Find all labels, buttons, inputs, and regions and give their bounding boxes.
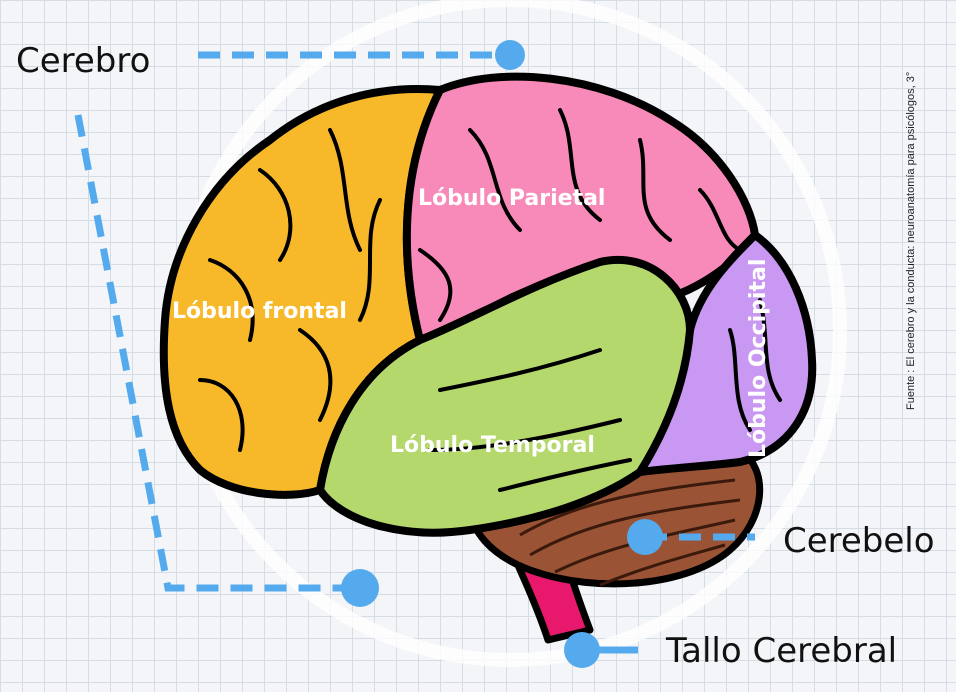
brain-folds — [198, 108, 782, 492]
temporal-lobe-label: Lóbulo Temporal — [390, 433, 595, 458]
cerebro-dot-bottom — [341, 569, 379, 607]
frontal-lobe-label: Lóbulo frontal — [172, 299, 347, 324]
cerebro-dot-top — [495, 40, 525, 70]
cerebelo-dot — [627, 519, 663, 555]
occipital-lobe-label: Lóbulo Occipital — [746, 259, 771, 458]
cerebro-connector — [74, 51, 510, 592]
parietal-lobe-label: Lóbulo Parietal — [418, 186, 605, 211]
source-caption: Fuente : El cerebro y la conducta: neuro… — [905, 71, 917, 410]
cerebro-label: Cerebro — [16, 41, 151, 81]
tallo-dot — [564, 632, 600, 668]
tallo-cerebral-label: Tallo Cerebral — [666, 631, 898, 671]
temporal-lobe — [316, 255, 694, 537]
cerebelo-label: Cerebelo — [783, 521, 935, 561]
cerebellum-folds — [519, 478, 741, 587]
